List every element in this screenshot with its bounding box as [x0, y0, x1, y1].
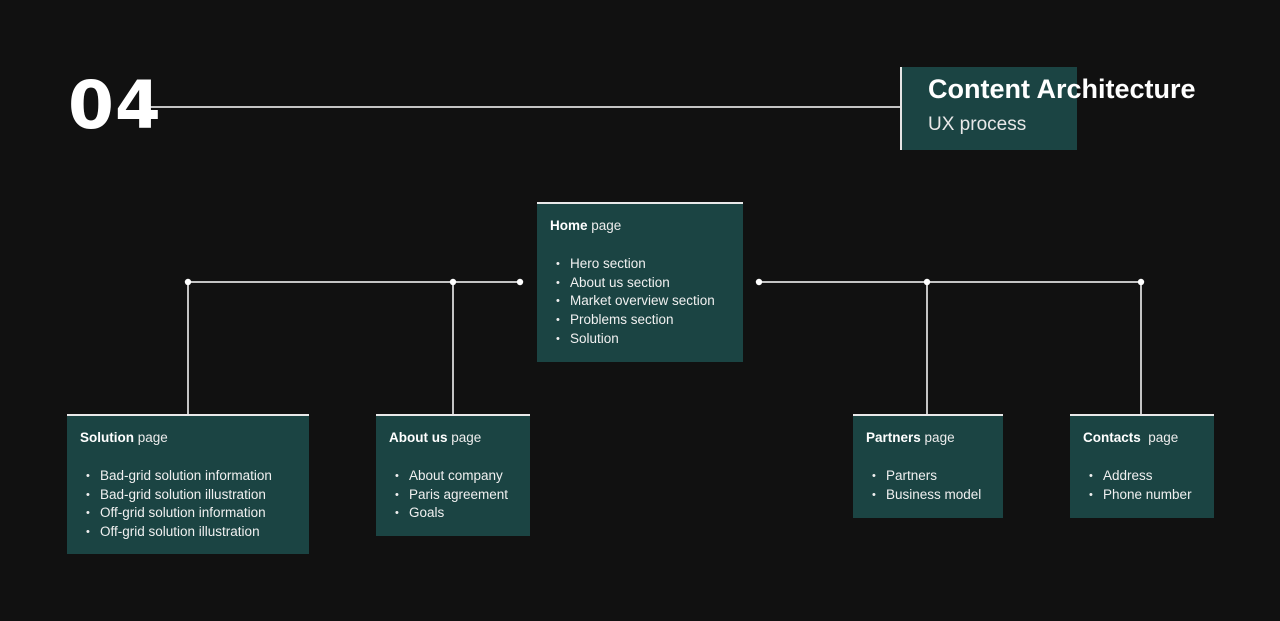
- list-item: Problems section: [550, 311, 730, 330]
- card-title: Solution page: [80, 429, 296, 447]
- list-item: Solution: [550, 330, 730, 349]
- card-title-suffix: page: [591, 218, 622, 233]
- list-item: Hero section: [550, 255, 730, 274]
- card-title-suffix: page: [451, 430, 482, 445]
- node-dot: [1137, 278, 1145, 286]
- card-title-suffix: page: [924, 430, 955, 445]
- node-dot: [755, 278, 763, 286]
- solution-page-card: Solution page Bad-grid solution informat…: [67, 414, 309, 554]
- list-item: Bad-grid solution information: [80, 467, 296, 486]
- list-item: Goals: [389, 504, 517, 523]
- card-item-list: Address Phone number: [1083, 467, 1201, 504]
- page-title: Content Architecture: [928, 74, 1196, 104]
- card-title-name: About us: [389, 430, 448, 445]
- node-dot: [184, 278, 192, 286]
- list-item: Off-grid solution illustration: [80, 523, 296, 542]
- home-page-card: Home page Hero section About us section …: [537, 202, 743, 362]
- card-title-name: Partners: [866, 430, 921, 445]
- card-title: Partners page: [866, 429, 990, 447]
- card-item-list: About company Paris agreement Goals: [389, 467, 517, 523]
- list-item: Paris agreement: [389, 486, 517, 505]
- list-item: Partners: [866, 467, 990, 486]
- list-item: Phone number: [1083, 486, 1201, 505]
- node-dot: [449, 278, 457, 286]
- card-title-suffix: page: [1148, 430, 1179, 445]
- page-subtitle: UX process: [928, 114, 1027, 135]
- card-title-name: Contacts: [1083, 430, 1145, 445]
- list-item: About company: [389, 467, 517, 486]
- list-item: About us section: [550, 274, 730, 293]
- card-title: About us page: [389, 429, 517, 447]
- card-item-list: Partners Business model: [866, 467, 990, 504]
- title-block: [900, 67, 1077, 150]
- node-dot: [923, 278, 931, 286]
- card-item-list: Bad-grid solution information Bad-grid s…: [80, 467, 296, 542]
- list-item: Off-grid solution information: [80, 504, 296, 523]
- list-item: Address: [1083, 467, 1201, 486]
- card-title-name: Solution: [80, 430, 134, 445]
- card-title-name: Home: [550, 218, 588, 233]
- card-item-list: Hero section About us section Market ove…: [550, 255, 730, 349]
- contacts-page-card: Contacts page Address Phone number: [1070, 414, 1214, 518]
- list-item: Bad-grid solution illustration: [80, 486, 296, 505]
- list-item: Business model: [866, 486, 990, 505]
- card-title-suffix: page: [137, 430, 168, 445]
- section-number: 04: [68, 67, 162, 144]
- list-item: Market overview section: [550, 292, 730, 311]
- about-us-page-card: About us page About company Paris agreem…: [376, 414, 530, 536]
- card-title: Contacts page: [1083, 429, 1201, 447]
- partners-page-card: Partners page Partners Business model: [853, 414, 1003, 518]
- node-dot: [516, 278, 524, 286]
- card-title: Home page: [550, 217, 730, 235]
